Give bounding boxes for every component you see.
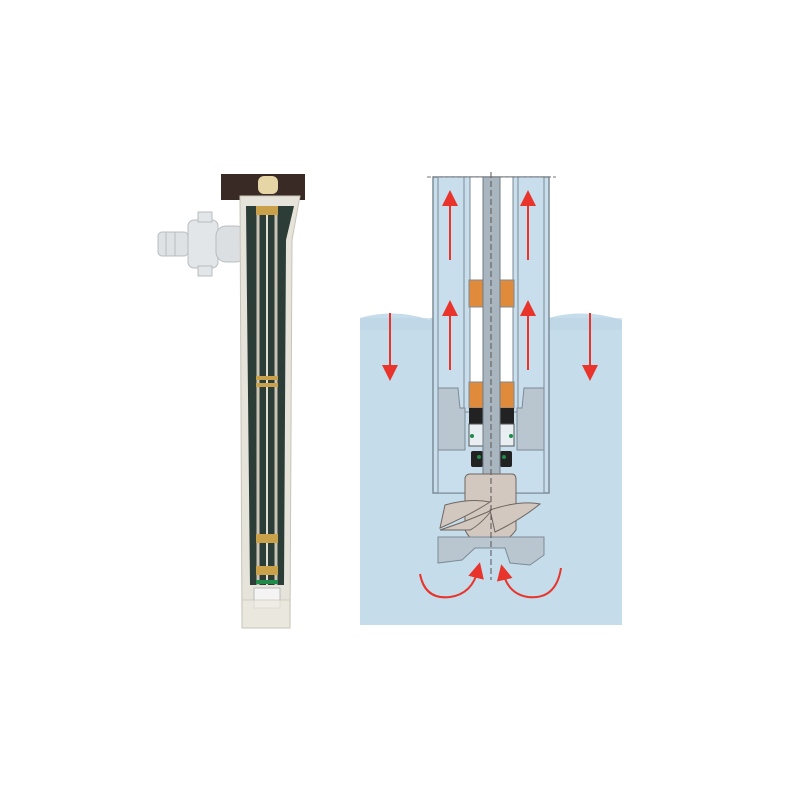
suction-base [437,536,545,566]
flange-right [516,387,545,451]
bearings [468,279,515,409]
pump-cutaway [157,174,305,629]
flange-left [437,387,466,451]
flow-arrows [382,190,598,599]
bearings [256,206,278,575]
flow-schematic [360,172,622,625]
outlet-hose-connector [157,211,247,277]
water [360,313,622,625]
seals [468,408,515,467]
